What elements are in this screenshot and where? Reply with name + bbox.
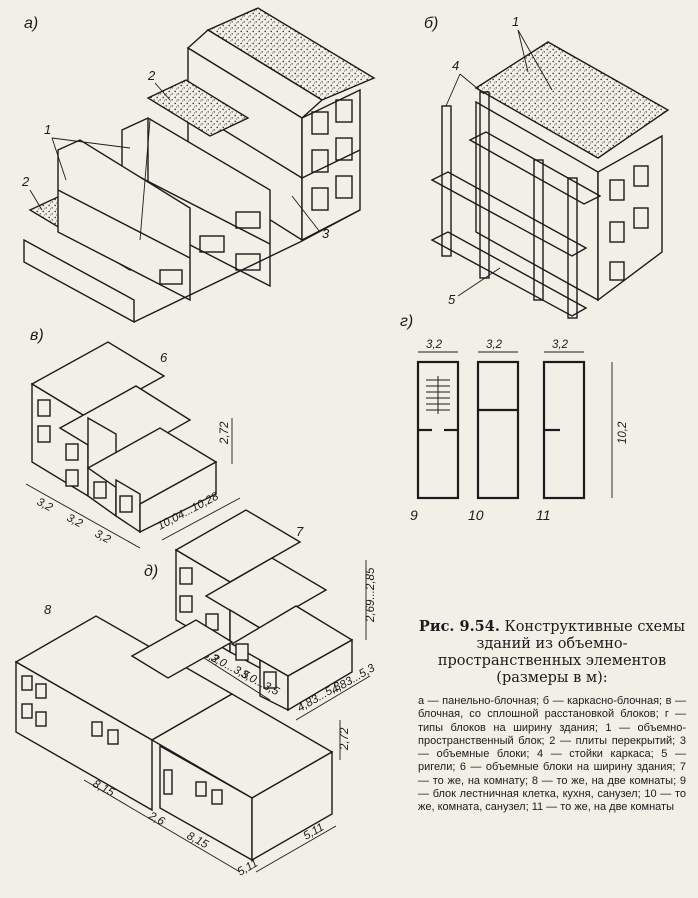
panel-a-drawing (23, 7, 376, 324)
a-callout-3: 3 (322, 226, 330, 241)
e-dim-len2: 2,6 (146, 810, 167, 829)
a-window (335, 137, 353, 161)
e-window (35, 711, 47, 727)
a-window (311, 111, 329, 135)
b-callout-1: 1 (512, 14, 519, 29)
plan-10-label: 10 (468, 507, 484, 523)
panel-g-labels: г) 3,2 3,2 3,2 10,2 9 10 11 (400, 313, 629, 523)
b-column (533, 159, 544, 301)
e-block-left-top (130, 619, 234, 679)
a-slab-mid (146, 79, 250, 137)
panel-g-label: г) (400, 313, 413, 330)
e-window (21, 675, 33, 691)
v-dimension-lines (25, 119, 241, 549)
panel-e-drawing (14, 615, 334, 862)
e-window (195, 781, 207, 797)
a-callout-2-bottom: 2 (21, 174, 30, 189)
panel-a-labels: а) 2 1 2 3 (21, 15, 330, 241)
e-block-left-front (15, 660, 153, 812)
b-window (609, 261, 625, 281)
b-callout-5: 5 (448, 292, 456, 307)
a-window (335, 175, 353, 199)
panel-b-label: б) (424, 15, 438, 32)
g-dim-length: 10,2 (617, 421, 629, 444)
plan-11-label: 11 (536, 507, 551, 523)
v-window (93, 481, 107, 499)
panel-d-drawing (174, 509, 354, 712)
g-dim-w3: 3,2 (552, 339, 569, 351)
b-window (609, 221, 625, 243)
panel-v-label: в) (30, 327, 44, 344)
b-window (633, 165, 649, 187)
d-window (235, 643, 249, 661)
g-dimension-lines (418, 351, 613, 498)
v-window (65, 469, 79, 487)
b-leaders (445, 29, 553, 297)
b-beam (430, 171, 588, 257)
v-window (65, 443, 79, 461)
plan-9-label: 9 (410, 507, 418, 523)
a-window (311, 149, 329, 173)
d-window (263, 671, 277, 689)
a-window (235, 211, 261, 229)
e-window (211, 789, 223, 805)
b-beam (430, 231, 588, 317)
v-window (37, 399, 51, 417)
e-dim-height: 2,72 (339, 727, 351, 751)
a-window (199, 235, 225, 253)
a-window (335, 99, 353, 123)
b-column (567, 177, 578, 319)
v-window (119, 495, 133, 513)
e-dimension-lines (83, 720, 341, 873)
b-column (441, 105, 452, 257)
plan-9-stairs (426, 376, 450, 414)
panel-d-label: д) (144, 563, 158, 580)
plan-10 (476, 360, 520, 500)
panel-g-drawing (416, 360, 586, 500)
b-side (597, 134, 663, 302)
g-dim-w1: 3,2 (426, 339, 443, 351)
a-lower-block (57, 139, 191, 302)
a-leaders (29, 82, 321, 233)
d-dim-height: 2,69...2,85 (365, 567, 377, 623)
v-window (37, 425, 51, 443)
v-callout-6: 6 (160, 350, 168, 365)
e-door (163, 769, 173, 795)
d-window (179, 595, 193, 613)
a-window (311, 187, 329, 211)
panel-v-drawing (30, 341, 218, 534)
caption-figure-number: Рис. 9.54. (418, 618, 500, 635)
e-window (35, 683, 47, 699)
e-callout-8: 8 (44, 602, 52, 617)
a-callout-1: 1 (44, 122, 51, 137)
panel-a-label: а) (24, 15, 38, 32)
e-dim-depth1: 5,11 (236, 857, 261, 878)
d-callout-7: 7 (296, 524, 304, 539)
b-callout-4: 4 (452, 58, 459, 73)
e-window (21, 703, 33, 719)
v-dim-height: 2,72 (219, 421, 231, 445)
a-callout-2-top: 2 (147, 68, 156, 83)
caption-title: Конструктивные схемы зданий из объемно-п… (437, 619, 686, 686)
panel-b-drawing (430, 41, 670, 319)
a-window (159, 269, 183, 285)
caption-legend: а — панельно-блочная; б — каркасно-блочн… (418, 695, 686, 814)
e-window (91, 721, 103, 737)
figure-caption: Рис. 9.54. Конструктивные схемы зданий и… (418, 618, 686, 815)
b-beam (468, 131, 602, 205)
e-block-right-side (251, 750, 333, 862)
panel-b-labels: б) 1 4 5 (424, 14, 519, 307)
d-window (179, 567, 193, 585)
b-window (609, 179, 625, 201)
caption-title-block: Рис. 9.54. Конструктивные схемы зданий и… (418, 618, 686, 687)
a-tower-side (301, 88, 361, 242)
e-window (107, 729, 119, 745)
b-window (633, 207, 649, 229)
b-roof (474, 41, 670, 159)
v-dim-w2: 3,2 (65, 512, 85, 530)
g-dim-w2: 3,2 (486, 339, 503, 351)
